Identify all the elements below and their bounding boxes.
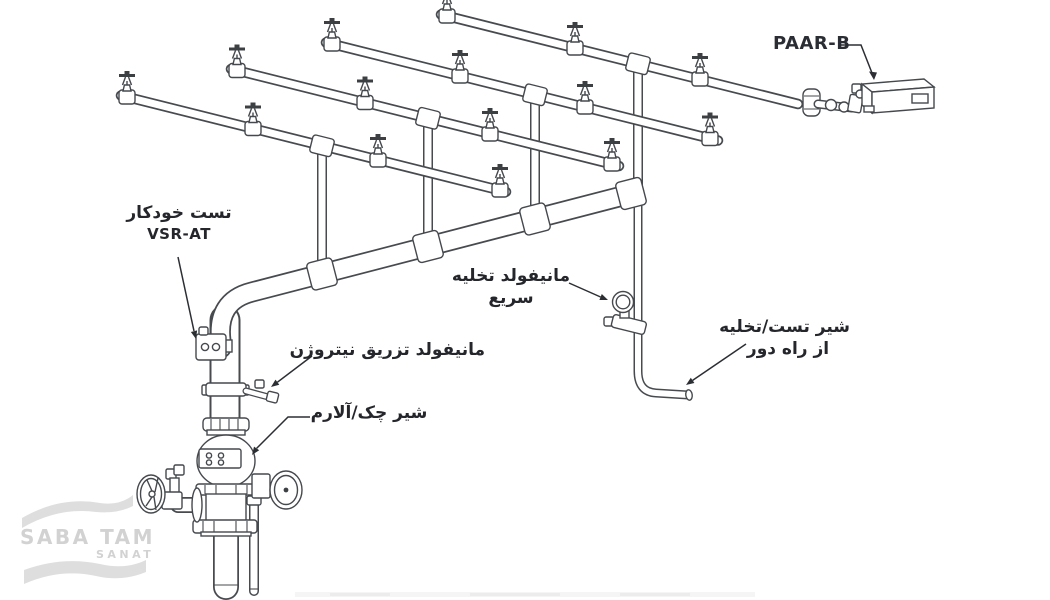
- sprinkler-icon: [243, 101, 263, 137]
- label-check-alarm-valve: شیر چک/آلارم: [310, 403, 428, 423]
- sprinkler-icon: [450, 48, 470, 85]
- watermark-logo-subtext: SANAT: [96, 548, 155, 561]
- sprinkler-icon: [575, 79, 595, 116]
- sprinkler-icon: [355, 75, 375, 111]
- sprinkler-icon: [117, 69, 137, 106]
- sprinkler-icon: [480, 106, 500, 143]
- label-quick-drain-line1: مانیفولد تخلیه: [451, 266, 570, 286]
- label-paar-b: PAAR-B: [773, 33, 851, 54]
- paar-b-device: [802, 78, 936, 117]
- vsr-at-flow-switch: [195, 326, 233, 361]
- sprinkler-icon: [602, 136, 622, 173]
- label-remote-test-drain: شیر تست/تخلیه از راه دور: [719, 317, 850, 361]
- branch-riser-pipes: [317, 59, 643, 281]
- label-quick-drain-manifold: مانیفولد تخلیه سریع: [452, 266, 570, 310]
- label-nitrogen-injection-manifold: مانیفولد تزریق نیتروژن: [289, 340, 485, 360]
- sprinkler-icon: [490, 162, 510, 199]
- leader-lines: [177, 44, 877, 455]
- label-automatic-test-line1: تست خودکار: [126, 203, 232, 223]
- label-vsr-at: VSR-AT: [147, 224, 211, 243]
- sprinkler-icon: [437, 0, 457, 25]
- alarm-gong: [251, 470, 303, 510]
- alarm-check-valve: [136, 417, 303, 600]
- label-remote-test-line2: از راه دور: [746, 338, 830, 359]
- watermark-logo-text: SABA TAM: [20, 525, 156, 549]
- sprinkler-icon: [368, 132, 388, 169]
- label-quick-drain-line2: سریع: [488, 287, 534, 308]
- label-automatic-test: تست خودکار VSR-AT: [126, 203, 232, 244]
- label-remote-test-line1: شیر تست/تخلیه: [719, 317, 850, 337]
- sprinkler-icon: [322, 16, 342, 53]
- nitrogen-injection-manifold: [201, 379, 280, 404]
- quick-drain-manifold: [603, 290, 648, 335]
- sprinkler-icon: [227, 43, 247, 79]
- faint-bottom-strip: [295, 592, 755, 597]
- watermark-waves: [22, 495, 146, 584]
- handwheel-valve: [136, 464, 203, 523]
- sprinkler-icon: [700, 111, 720, 147]
- drain-riser-pipe: [633, 185, 693, 401]
- sprinkler-icon: [690, 51, 710, 88]
- sprinkler-icon: [565, 20, 585, 57]
- branch-line-pipes: [115, 9, 804, 198]
